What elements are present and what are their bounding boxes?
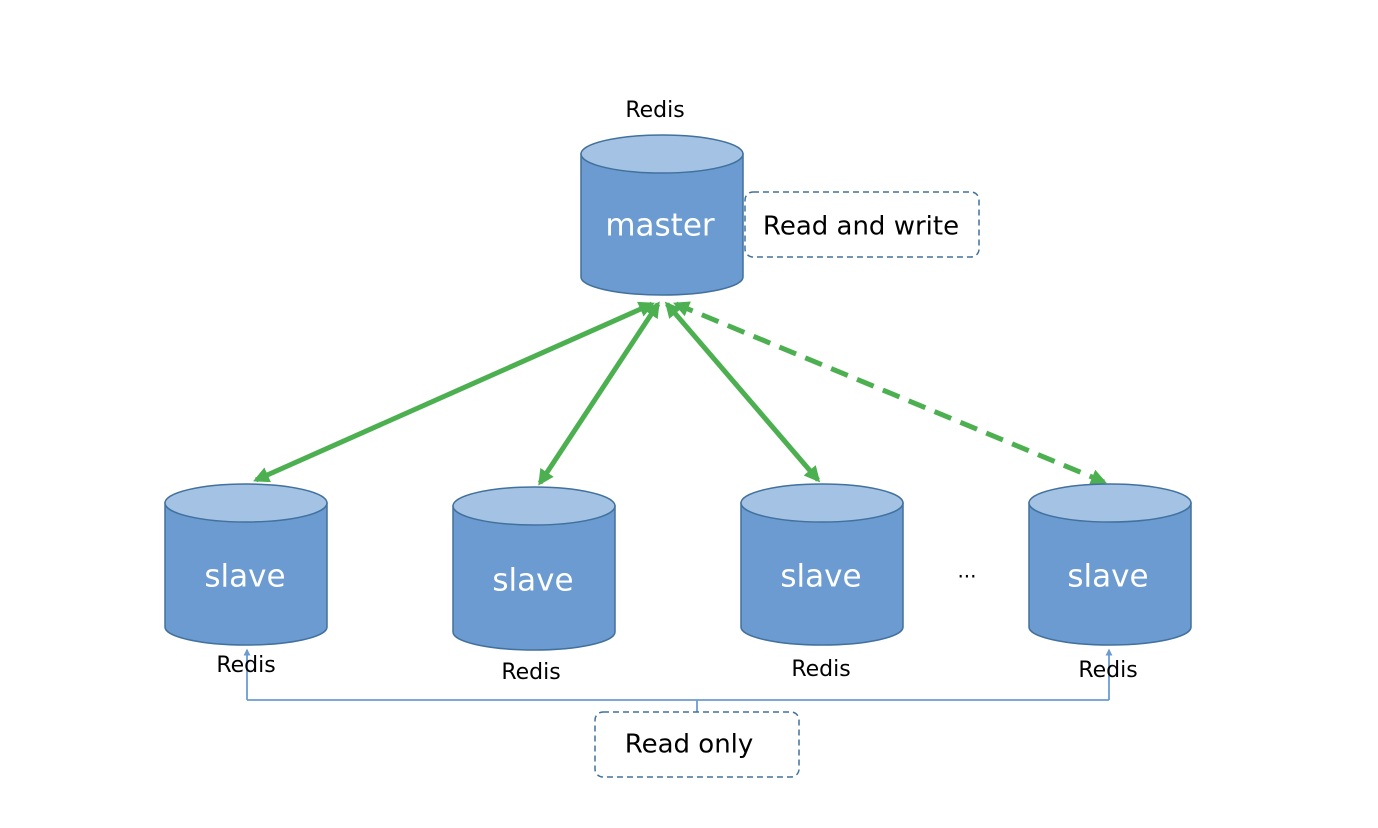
slave-2-cylinder-body <box>452 505 616 651</box>
master-cylinder-top <box>580 134 744 174</box>
master-label: master <box>605 208 715 244</box>
slave-4-label: slave <box>1067 559 1148 595</box>
read-write-note-box <box>744 191 980 258</box>
slave-database-4: slave <box>1028 483 1192 646</box>
slave-1-cylinder-body <box>164 502 328 646</box>
replication-arrow-2 <box>537 301 661 486</box>
read-only-connector <box>243 648 1113 712</box>
read-only-note: Read only <box>625 730 754 760</box>
slave-4-cylinder-top <box>1028 483 1192 523</box>
slave-4-caption: Redis <box>1078 658 1137 683</box>
master-caption: Redis <box>625 98 684 123</box>
slave-1-label: slave <box>204 559 285 595</box>
master-database: master <box>580 134 744 296</box>
replication-arrow-1 <box>253 301 655 483</box>
replication-arrow-4-dashed <box>673 301 1107 485</box>
master-cylinder-body <box>580 153 744 296</box>
slave-3-label: slave <box>780 559 861 595</box>
read-only-note-box <box>594 711 800 778</box>
slave-database-3: slave <box>740 483 904 646</box>
slave-2-caption: Redis <box>501 660 560 685</box>
slave-3-cylinder-body <box>740 502 904 646</box>
slave-database-2: slave <box>452 486 616 651</box>
slave-2-label: slave <box>492 563 573 599</box>
slave-1-cylinder-top <box>164 483 328 523</box>
read-write-note: Read and write <box>763 212 959 242</box>
slave-3-cylinder-top <box>740 483 904 523</box>
slave-3-caption: Redis <box>791 657 850 682</box>
slave-2-cylinder-top <box>452 486 616 526</box>
more-slaves-ellipsis: ... <box>957 559 976 583</box>
slave-4-cylinder-body <box>1028 502 1192 646</box>
slave-1-caption: Redis <box>216 653 275 678</box>
slave-database-1: slave <box>164 483 328 646</box>
